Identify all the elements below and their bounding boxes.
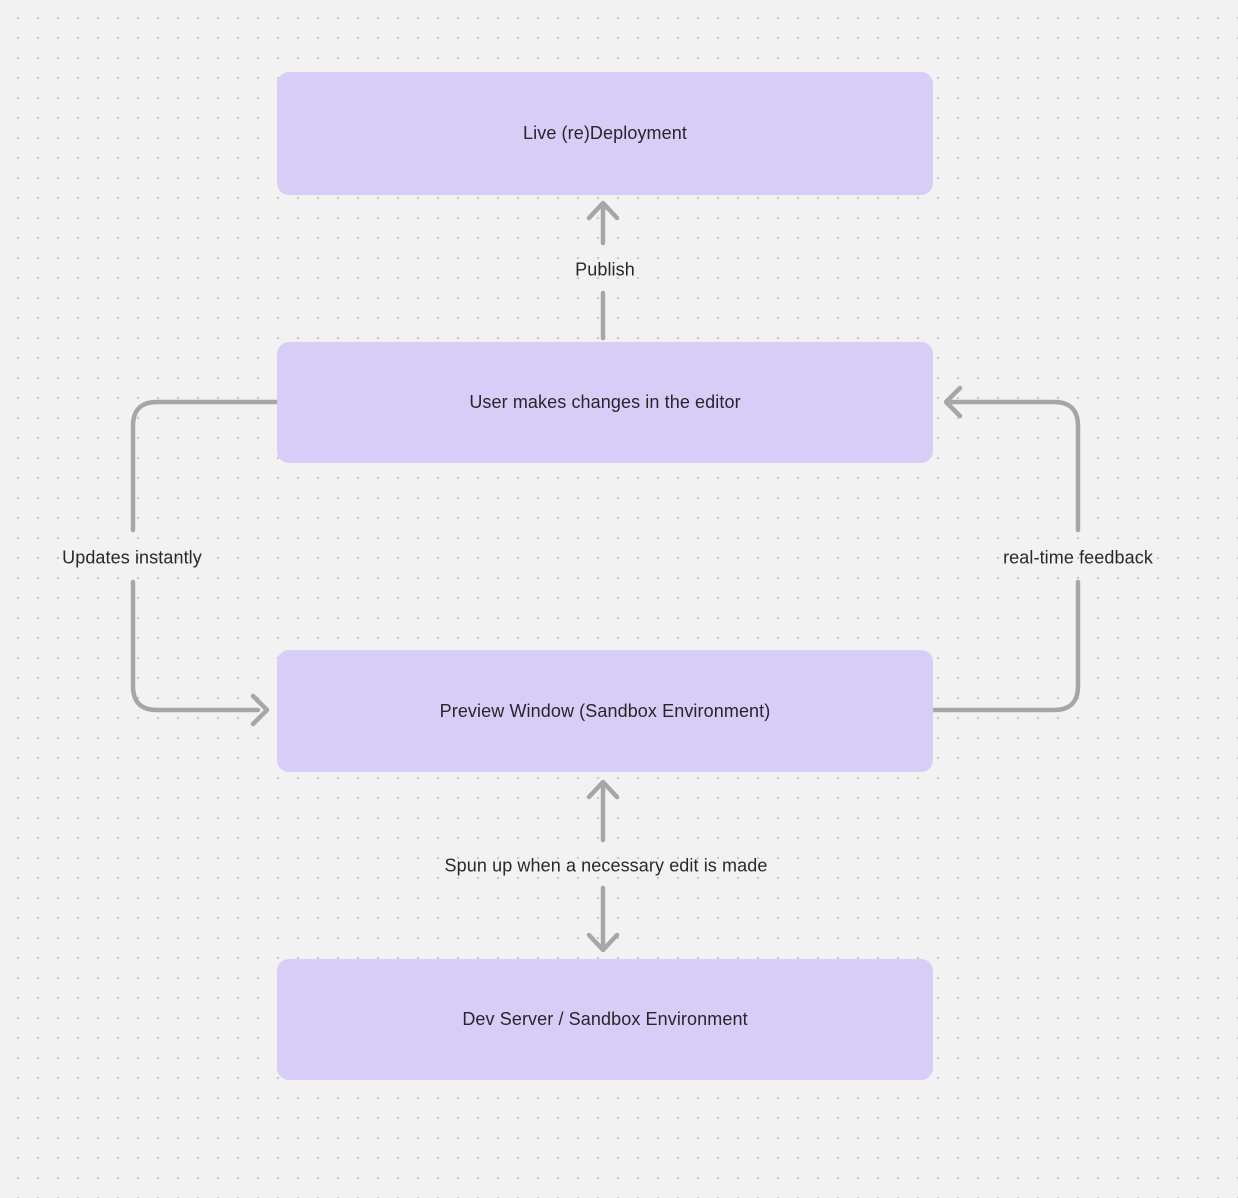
edge-spunup-arrowhead-up bbox=[586, 779, 620, 800]
edge-feedback-line-lower bbox=[930, 579, 1081, 713]
node-preview-window: Preview Window (Sandbox Environment) bbox=[277, 650, 933, 772]
node-user-editor-label: User makes changes in the editor bbox=[469, 392, 741, 412]
edge-feedback-arrowhead bbox=[943, 385, 963, 419]
edge-updates-line-upper bbox=[130, 399, 280, 533]
node-dev-server-label: Dev Server / Sandbox Environment bbox=[462, 1009, 748, 1029]
edge-updates-arrowhead bbox=[250, 693, 270, 727]
node-live-redeployment: Live (re)Deployment bbox=[277, 72, 933, 195]
edge-real-time-feedback-label: real-time feedback bbox=[1003, 547, 1153, 568]
edge-feedback-line-upper bbox=[949, 399, 1081, 533]
node-live-redeployment-label: Live (re)Deployment bbox=[523, 123, 687, 143]
edge-spunup-arrowhead-down bbox=[586, 932, 620, 953]
node-user-editor: User makes changes in the editor bbox=[277, 342, 933, 463]
edge-updates-line-lower bbox=[130, 579, 261, 713]
node-preview-window-label: Preview Window (Sandbox Environment) bbox=[439, 700, 771, 721]
edge-publish-label: Publish bbox=[575, 259, 635, 280]
node-dev-server: Dev Server / Sandbox Environment bbox=[277, 959, 933, 1080]
edge-spun-up-label: Spun up when a necessary edit is made bbox=[444, 855, 768, 876]
edge-publish-arrowhead bbox=[586, 200, 620, 221]
edge-updates-instantly-label: Updates instantly bbox=[62, 547, 202, 568]
